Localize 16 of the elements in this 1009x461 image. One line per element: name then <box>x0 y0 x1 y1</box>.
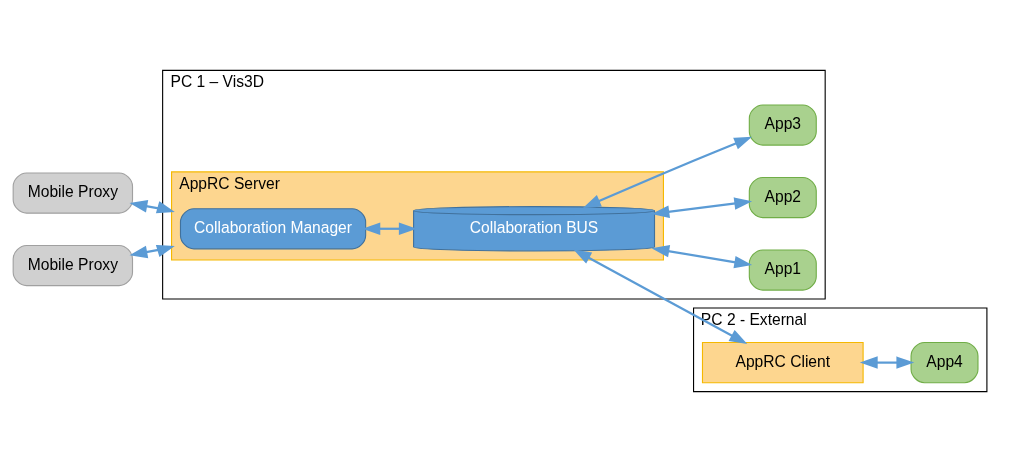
arrow <box>129 244 175 258</box>
arrow <box>362 222 417 235</box>
arrow <box>129 199 175 213</box>
node-box: App4 <box>910 341 979 383</box>
arrow <box>651 244 753 268</box>
node-box: App3 <box>748 103 817 146</box>
node-box: App1 <box>748 248 817 291</box>
node-box: Mobile Proxy <box>12 171 134 214</box>
node-box: Mobile Proxy <box>12 244 134 286</box>
arrow <box>582 136 753 208</box>
arrow <box>651 196 753 218</box>
node-box: AppRC Client <box>701 341 864 383</box>
arrow <box>573 249 748 344</box>
node-box: Collaboration Manager <box>179 207 367 249</box>
arrow <box>859 355 915 369</box>
node-box: App2 <box>748 176 817 218</box>
